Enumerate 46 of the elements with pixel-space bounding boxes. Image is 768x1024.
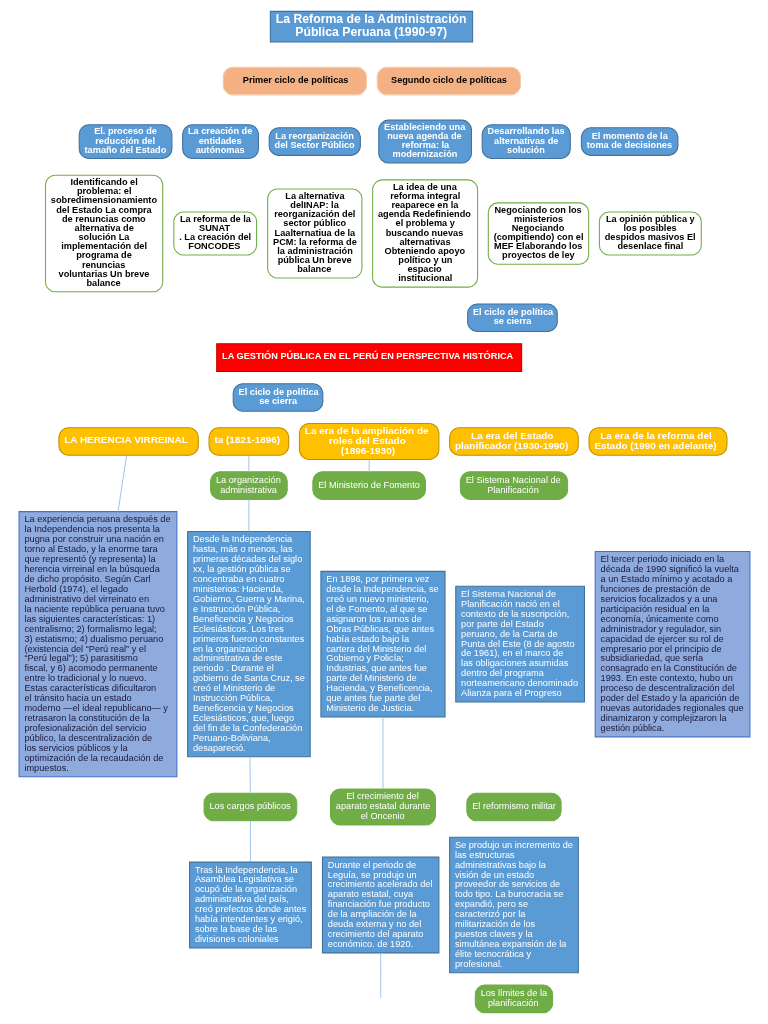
node-box: El Ministerio de Fomento bbox=[311, 471, 426, 500]
node-box: Durante el periodo de Leguía, se produjo un crecimiento acelerado del aparato estatal, cuya financiación fue producto de la ampliación de la deuda externa y no del crecimiento del aparato económico. de 1920. bbox=[321, 856, 439, 954]
connector bbox=[249, 820, 251, 863]
node-box: LA GESTIÓN PÚBLICA EN EL PERÚ EN PERSPECTIVA HISTÓRICA bbox=[215, 343, 522, 372]
node-box: El reformismo militar bbox=[465, 792, 562, 822]
connector bbox=[247, 455, 249, 473]
node-box: El momento de la toma de decisiones bbox=[580, 127, 678, 156]
node-box: Tras la Independencia, la Asamblea Legislativa se ocupó de la organización administrativa del país, creó prefectos donde antes había intendentes y erigió, sobre la base de las divisiones coloniales bbox=[188, 861, 312, 949]
node-box: La reforma de la SUNAT . La creación del FONCODES bbox=[172, 211, 257, 256]
connector bbox=[117, 455, 127, 512]
connector bbox=[379, 952, 381, 999]
node-box: La organización administrativa bbox=[209, 471, 288, 500]
connector bbox=[368, 459, 370, 473]
node-box: Desarrollando las alternativas de solución bbox=[481, 124, 571, 159]
node-box: Los límites de la planificación bbox=[474, 984, 553, 1014]
node-box: Identificando el problema: el sobredimensionamiento del Estado La compra de renuncias como alternativa de solución La implementación del programa de renuncias voluntarias Un breve balance bbox=[44, 174, 163, 293]
node-box: En 1896, por primera vez desde la Independencia, se creó un nuevo ministerio, el de Fomento, al que se asignaron los ramos de Obras Públicas, que antes había estado bajo la cartera del Ministerio del Gobierno y Policía; Industrias, que antes fue parte del Ministerio de Hacienda, y Beneficencia, que antes fue parte del Ministerio de Justicia. bbox=[319, 570, 446, 718]
node-box: Estableciendo una nueva agenda de reforma: la modernización bbox=[377, 119, 472, 164]
connector bbox=[247, 498, 249, 533]
node-box: Los cargos públicos bbox=[203, 792, 297, 822]
node-box: Desde la Independencia hasta, más o menos, las primeras décadas del siglo xx, la gestión pública se concentraba en cuatro ministerios: Hacienda, Gobierno, Guerra y Marina, e Instrucción Pública, Beneficencia y Negocios Eclesiásticos. Los tres primeros fueron constantes en la organización administrativa de este periodo . Durante el gobierno de Santa Cruz, se creó el Ministerio de Instrucción Pública, Beneficencia y Negocios Eclesiásticos, que, luego del fin de la Confederación Peruano-Boliviana, desapareció. bbox=[186, 531, 311, 758]
node-box: El ciclo de política se cierra bbox=[232, 383, 323, 412]
node-box: La idea de una reforma integral reaparece en la agenda Redefiniendo el problema y buscando nuevas alternativas Obteniendo apoyo político y un espacio institucional bbox=[371, 179, 478, 288]
node-box: La era de la ampliación de roles del Estado (1896-1930) bbox=[298, 422, 439, 461]
node-box: Se produjo un incremento de las estructuras administrativas bajo la visión de un estado proveedor de servicios de todo tipo. La burocracia se expandió, pero se caracterizó por la militarización de los puestos claves y la simultánea expansión de la élite tecnocrática y profesional. bbox=[448, 836, 579, 974]
node-box: La Reforma de la Administración Pública Peruana (1990-97) bbox=[269, 10, 473, 43]
node-box: El Sistema Nacional de Planificación bbox=[459, 471, 568, 500]
node-box: El. proceso de reducción del tamaño del Estado bbox=[78, 124, 172, 159]
node-box: La experiencia peruana después de la Independencia nos presenta la pugna por construir una nación en torno al Estado, y la enorme tara que representó (y representa) la herencia virreinal en la búsqueda de dicho propósito. Según Carl Herbold (1974), el legado administrativo del virreinato en la naciente república peruana tuvo las siguientes características: 1) centralismo; 2) formalismo legal; 3) estatismo; 4) dualismo peruano (existencia del “Perú real” y el “Perú legal”); 5) parasitismo fiscal, y 6) acomodo permanente entre lo tradicional y lo nuevo. Estas características dificultaron el tránsito hacia un estado moderno —el ideal republicano— y retrasaron la constitución de la profesionalización del servicio público, la descentralización de los servicios públicos y la optimización de la recaudación de impuestos. bbox=[18, 511, 177, 778]
node-box: La reorganización del Sector Público bbox=[268, 127, 361, 156]
node-box: La era de la reforma del Estado (1990 en adelante) bbox=[588, 427, 727, 456]
connector bbox=[248, 756, 251, 794]
node-box: Primer ciclo de políticas bbox=[222, 66, 367, 96]
node-box: Negociando con los ministerios Negociando (compitiendo) con el MEF Elaborando los proyectos de ley bbox=[487, 202, 589, 265]
node-box: El ciclo de política se cierra bbox=[466, 303, 558, 333]
node-box: El tercer periodo iniciado en la década de 1990 significó la vuelta a un Estado mínimo y acotado a funciones de prestación de servicios focalizados y a una participación residual en la economía, únicamente como administrador y regulador, sin capacidad de ejercer su rol de empresario por el principio de subsidiariedad, que sería consagrado en la Constitución de 1993. En este contexto, hubo un proceso de descentralización del poder del Estado y la aparición de nuevas autoridades regionales que dinamizaron y complejizaron la gestión pública. bbox=[594, 550, 750, 738]
node-box: Segundo ciclo de políticas bbox=[376, 66, 521, 96]
node-box: El crecimiento del aparato estatal durante el Oncenio bbox=[329, 788, 436, 826]
connector bbox=[381, 716, 383, 790]
node-box: LA HERENCIA VIRREINAL bbox=[57, 427, 199, 456]
node-box: La era del Estado planificador (1930-1990) bbox=[448, 427, 579, 456]
node-box: La alternativa delINAP: la reorganización del sector público Laalternatiua de la PCM: la reforma de la administración pública Un breve balance bbox=[266, 188, 362, 279]
node-box: La opinión pública y los posibles despidos masivos El desenlace final bbox=[598, 211, 702, 256]
node-box: ta (1821-1896) bbox=[208, 427, 289, 456]
node-box: La creación de entidades autónomas bbox=[181, 124, 259, 159]
node-box: El Sistema Nacional de Planificación nació en el contexto de la suscripción, por parte del Estado peruano, de la Carta de Punta del Este (8 de agosto de 1961), en el marco de las obligaciones asumidas dentro del programa norteamericano denominado Alianza para el Progreso bbox=[454, 585, 585, 703]
